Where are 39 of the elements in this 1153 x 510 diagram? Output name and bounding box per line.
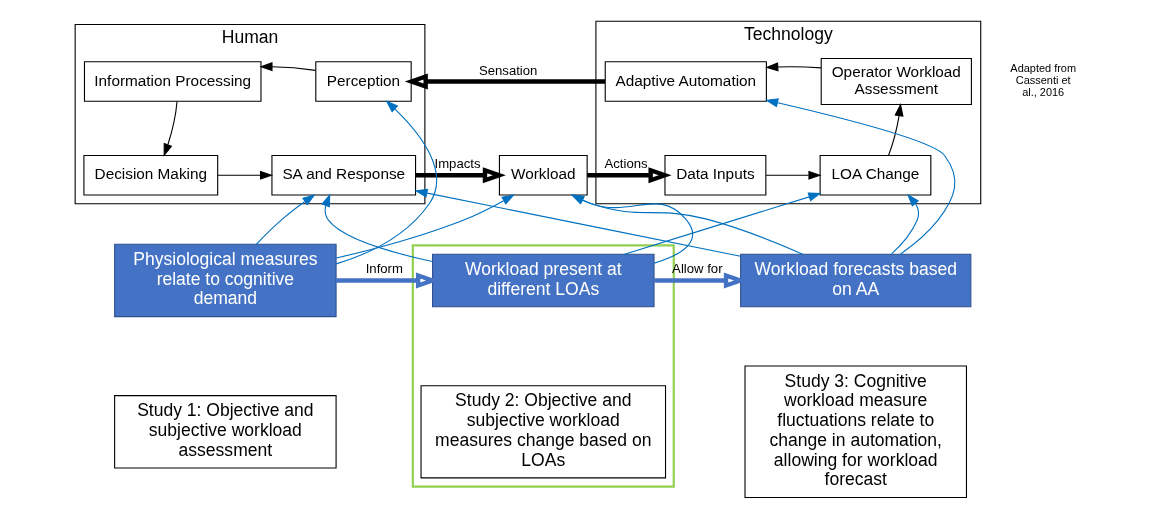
arrow (413, 188, 741, 257)
arrow (258, 62, 316, 72)
node-box: Adaptive Automation (604, 61, 767, 102)
arrow (570, 194, 693, 264)
node-box: Operator Workload Assessment (820, 57, 972, 106)
arrow (765, 170, 822, 180)
arrow (764, 62, 821, 72)
label: Adapted from Cassenti et al., 2016 (1009, 62, 1076, 99)
arrow (570, 194, 803, 255)
arrow (404, 73, 605, 90)
arrow (320, 193, 433, 263)
edge-label: Sensation (478, 62, 537, 78)
arrow (335, 194, 515, 259)
node-box: Decision Making (82, 154, 218, 196)
node-box: Data Inputs (663, 154, 766, 196)
edge-label: Impacts (433, 156, 481, 172)
node-box: LOA Change (819, 154, 931, 196)
arrow (623, 192, 821, 255)
node-box: Physiological measures relate to cognitive demand (113, 243, 337, 318)
arrow (586, 167, 672, 184)
node-box: Perception (314, 61, 412, 102)
edge-label: Actions (604, 156, 648, 172)
arrow (764, 98, 955, 255)
node-box: Information Processing (83, 61, 262, 102)
node-box: Workload forecasts based on AA (739, 253, 971, 308)
node-box: Study 2: Objective and subjective workload measures change based on LOAs (420, 385, 666, 479)
node-box: SA and Response (270, 154, 416, 196)
arrow (255, 194, 315, 245)
node-box: Workload (498, 154, 588, 196)
arrow (887, 103, 904, 156)
arrow (890, 193, 919, 255)
arrow (216, 170, 273, 180)
arrow (163, 101, 178, 157)
edge-label: Inform (365, 261, 403, 277)
node-box: Workload present at different LOAs (431, 253, 655, 308)
arrow (415, 167, 506, 184)
node-box: Study 3: Cognitive workload measure fluctuations relate to change in automation, allowing for workload forecast (743, 365, 967, 499)
node-box: Study 1: Objective and subjective workload assessment (113, 395, 337, 469)
arrow (335, 100, 437, 265)
